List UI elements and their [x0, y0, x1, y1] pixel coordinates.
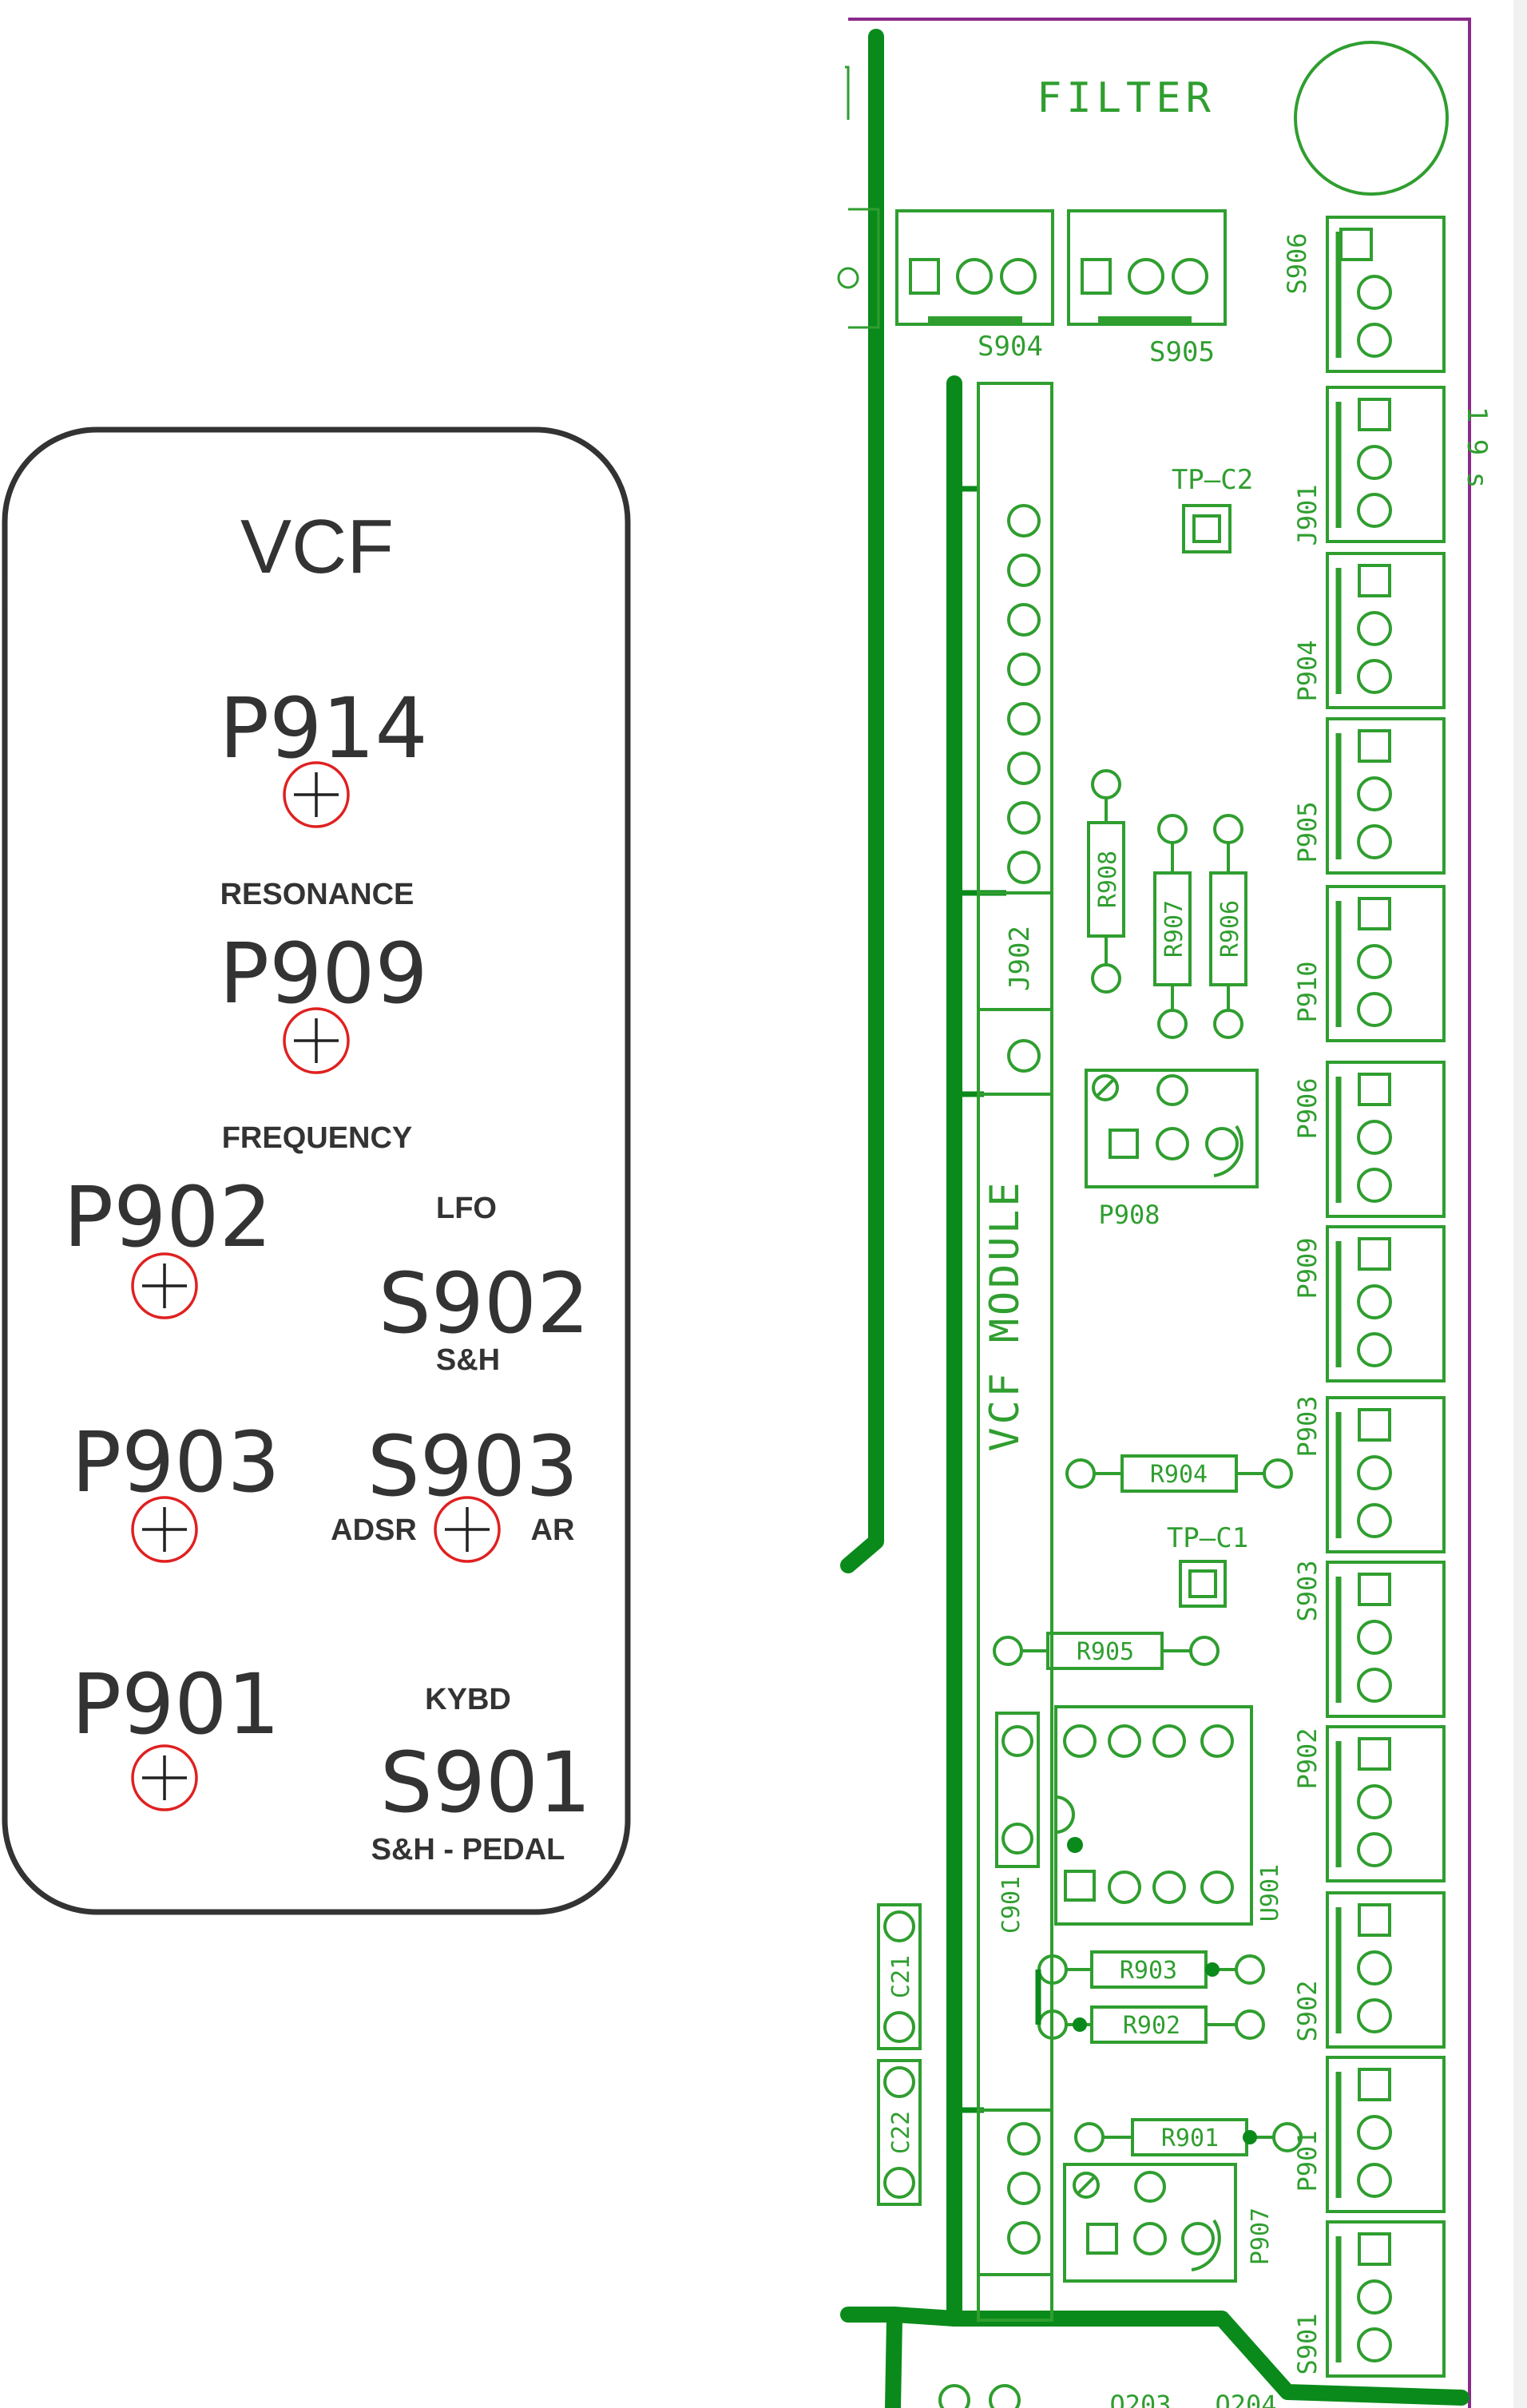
- resistor-r904: [1065, 1454, 1293, 1493]
- module-label: VCF MODULE: [982, 1179, 1028, 1451]
- label-q204: Q204: [1215, 2390, 1276, 2408]
- label-p906: P906: [1292, 1077, 1323, 1139]
- switch-s903-marker-icon[interactable]: [434, 1496, 501, 1563]
- switch-footprint-s905: [1067, 209, 1227, 326]
- ground-traces: [840, 29, 1469, 2408]
- pot-p914-marker-icon[interactable]: [283, 761, 350, 828]
- label-s904: S904: [978, 331, 1043, 363]
- label-tp-c1: TP–C1: [1167, 1522, 1248, 1554]
- label-c21: C21: [887, 1955, 915, 1998]
- label-r904: R904: [1150, 1461, 1208, 1489]
- label-p909: P909: [1292, 1237, 1323, 1299]
- switch-label-s902: S902: [379, 1255, 590, 1352]
- label-r907: R907: [1160, 900, 1188, 958]
- switch-s902-bottom-label: S&H: [436, 1343, 500, 1377]
- capacitor-c22: [877, 2059, 922, 2206]
- resistor-r902: [1037, 2005, 1265, 2044]
- label-q203: Q203: [1109, 2390, 1171, 2408]
- label-s902: S902: [1292, 1980, 1323, 2041]
- label-p910: P910: [1292, 961, 1323, 1022]
- panel-outline: [2, 426, 631, 1915]
- label-s903: S903: [1292, 1560, 1323, 1621]
- switch-footprint-s904: [895, 209, 1054, 326]
- label-p901: P901: [1292, 2130, 1323, 2192]
- pot-label-p901: P901: [71, 1656, 280, 1753]
- panel-title: VCF: [240, 504, 394, 589]
- label-r905: R905: [1077, 1638, 1134, 1666]
- trimmer-p907: [1063, 2163, 1237, 2283]
- switch-s901-bottom-label: S&H - PEDAL: [371, 1833, 565, 1866]
- pot-p909-marker-icon[interactable]: [283, 1007, 350, 1074]
- capacitor-c21: [877, 1903, 922, 2050]
- label-s905: S905: [1149, 336, 1215, 368]
- label-r908: R908: [1094, 851, 1122, 908]
- pot-function-resonance: RESONANCE: [220, 878, 414, 911]
- label-p902: P902: [1292, 1728, 1323, 1789]
- pot-p901-marker-icon[interactable]: [131, 1744, 198, 1811]
- board-edge-text: 1 9 s: [1461, 407, 1493, 488]
- label-j901: J901: [1292, 484, 1323, 545]
- capacitor-c901: [995, 1712, 1040, 1868]
- pot-function-frequency: FREQUENCY: [222, 1121, 413, 1155]
- switch-s901-top-label: KYBD: [425, 1683, 511, 1716]
- pcb-section-title: FILTER: [1037, 74, 1216, 122]
- pot-label-p914: P914: [219, 680, 427, 777]
- pot-p902-marker-icon[interactable]: [131, 1252, 198, 1319]
- ic-u901: [1054, 1705, 1253, 1926]
- resistor-r905: [993, 1632, 1220, 1670]
- label-c22: C22: [887, 2111, 915, 2154]
- test-point-tp-c2: [1182, 504, 1232, 553]
- label-r902: R902: [1123, 2012, 1180, 2040]
- label-r903: R903: [1120, 1957, 1177, 1985]
- pot-p903-marker-icon[interactable]: [131, 1496, 198, 1563]
- resistor-r908: [1087, 769, 1125, 994]
- label-s906: S906: [1282, 232, 1312, 294]
- pot-label-p909: P909: [219, 925, 427, 1022]
- switch-label-s901: S901: [380, 1734, 592, 1831]
- resistor-r906: [1209, 814, 1247, 1039]
- switch-label-s903: S903: [367, 1418, 579, 1515]
- board-outline: [848, 18, 1471, 2408]
- label-j902: J902: [1004, 926, 1036, 991]
- page-scrollbar-track[interactable]: [1513, 0, 1527, 2408]
- label-u901: U901: [1256, 1864, 1284, 1922]
- header-j902: [977, 382, 1053, 2322]
- label-tp-c2: TP–C2: [1172, 464, 1253, 496]
- label-p903: P903: [1292, 1395, 1323, 1457]
- label-p907: P907: [1247, 2208, 1275, 2265]
- transistor-pads: [938, 2384, 1021, 2408]
- label-r901: R901: [1161, 2124, 1219, 2152]
- test-point-tp-c1: [1179, 1560, 1227, 1608]
- label-p904: P904: [1292, 640, 1323, 701]
- right-connector-column: [1326, 216, 1446, 2378]
- front-panel: VCF P914 RESONANCE P909 FREQUENCY P902 L…: [2, 426, 631, 1915]
- label-r906: R906: [1216, 900, 1244, 958]
- trimmer-p908: [1085, 1069, 1259, 1188]
- label-c901: C901: [998, 1876, 1025, 1934]
- switch-s902-top-label: LFO: [436, 1192, 497, 1225]
- label-p908: P908: [1098, 1200, 1160, 1230]
- pcb-layout: FILTER S904 S905: [837, 0, 1527, 2408]
- pot-label-p902: P902: [63, 1168, 272, 1266]
- switch-s903-left-label: ADSR: [331, 1513, 417, 1547]
- label-s901: S901: [1292, 2313, 1323, 2374]
- pot-label-p903: P903: [71, 1414, 280, 1511]
- resistor-r907: [1153, 814, 1192, 1039]
- switch-s903-right-label: AR: [531, 1513, 575, 1547]
- label-p905: P905: [1292, 801, 1323, 863]
- mounting-hole: [1294, 41, 1449, 196]
- ic-pin1-dot: [1067, 1837, 1083, 1853]
